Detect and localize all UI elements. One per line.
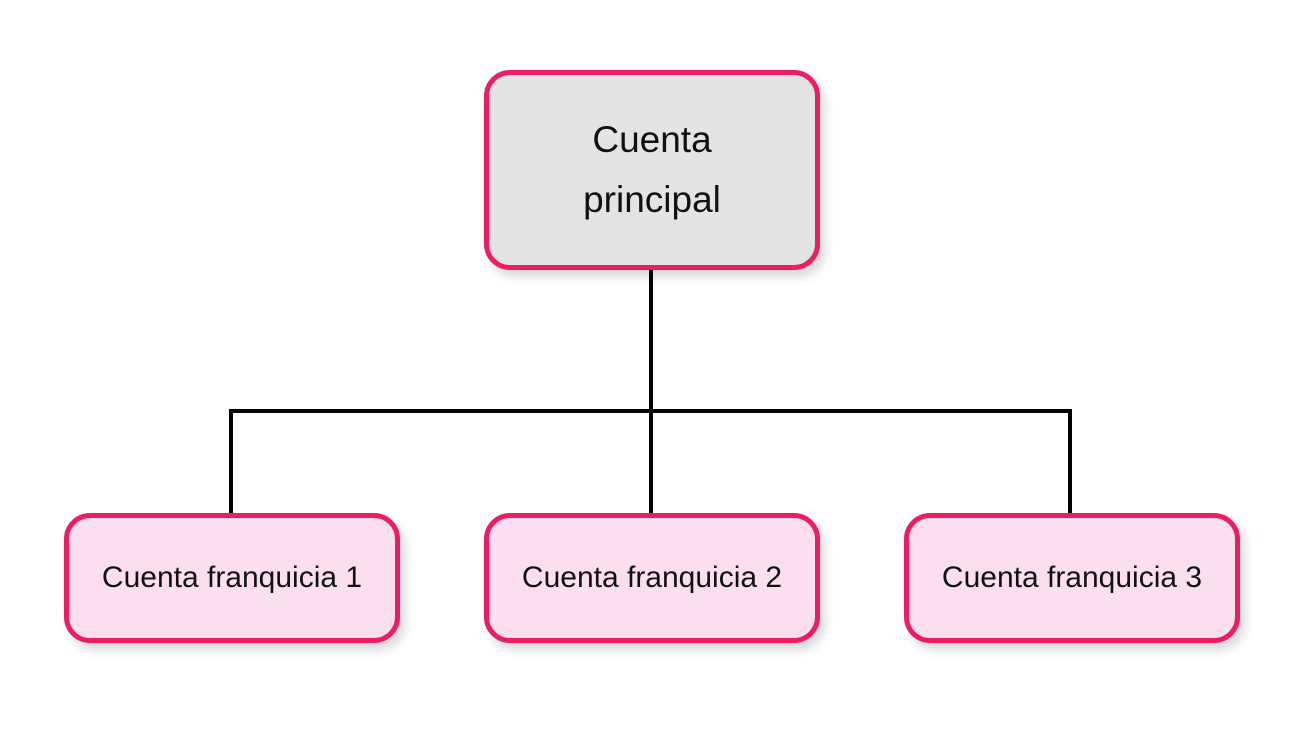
connector-horizontal-bar <box>229 409 1072 413</box>
connector-root-stem <box>649 270 653 413</box>
connector-drop-middle <box>649 413 653 513</box>
node-root-account[interactable]: Cuenta principal <box>484 70 820 270</box>
node-root-label: Cuenta principal <box>583 119 721 220</box>
connector-drop-left <box>229 409 233 513</box>
node-franchise-2[interactable]: Cuenta franquicia 2 <box>484 513 820 643</box>
node-franchise-1[interactable]: Cuenta franquicia 1 <box>64 513 400 643</box>
node-franchise-3[interactable]: Cuenta franquicia 3 <box>904 513 1240 643</box>
node-franchise-3-label: Cuenta franquicia 3 <box>941 561 1203 594</box>
connector-drop-right <box>1068 409 1072 513</box>
node-franchise-2-label: Cuenta franquicia 2 <box>521 561 783 594</box>
node-franchise-1-label: Cuenta franquicia 1 <box>101 561 363 594</box>
